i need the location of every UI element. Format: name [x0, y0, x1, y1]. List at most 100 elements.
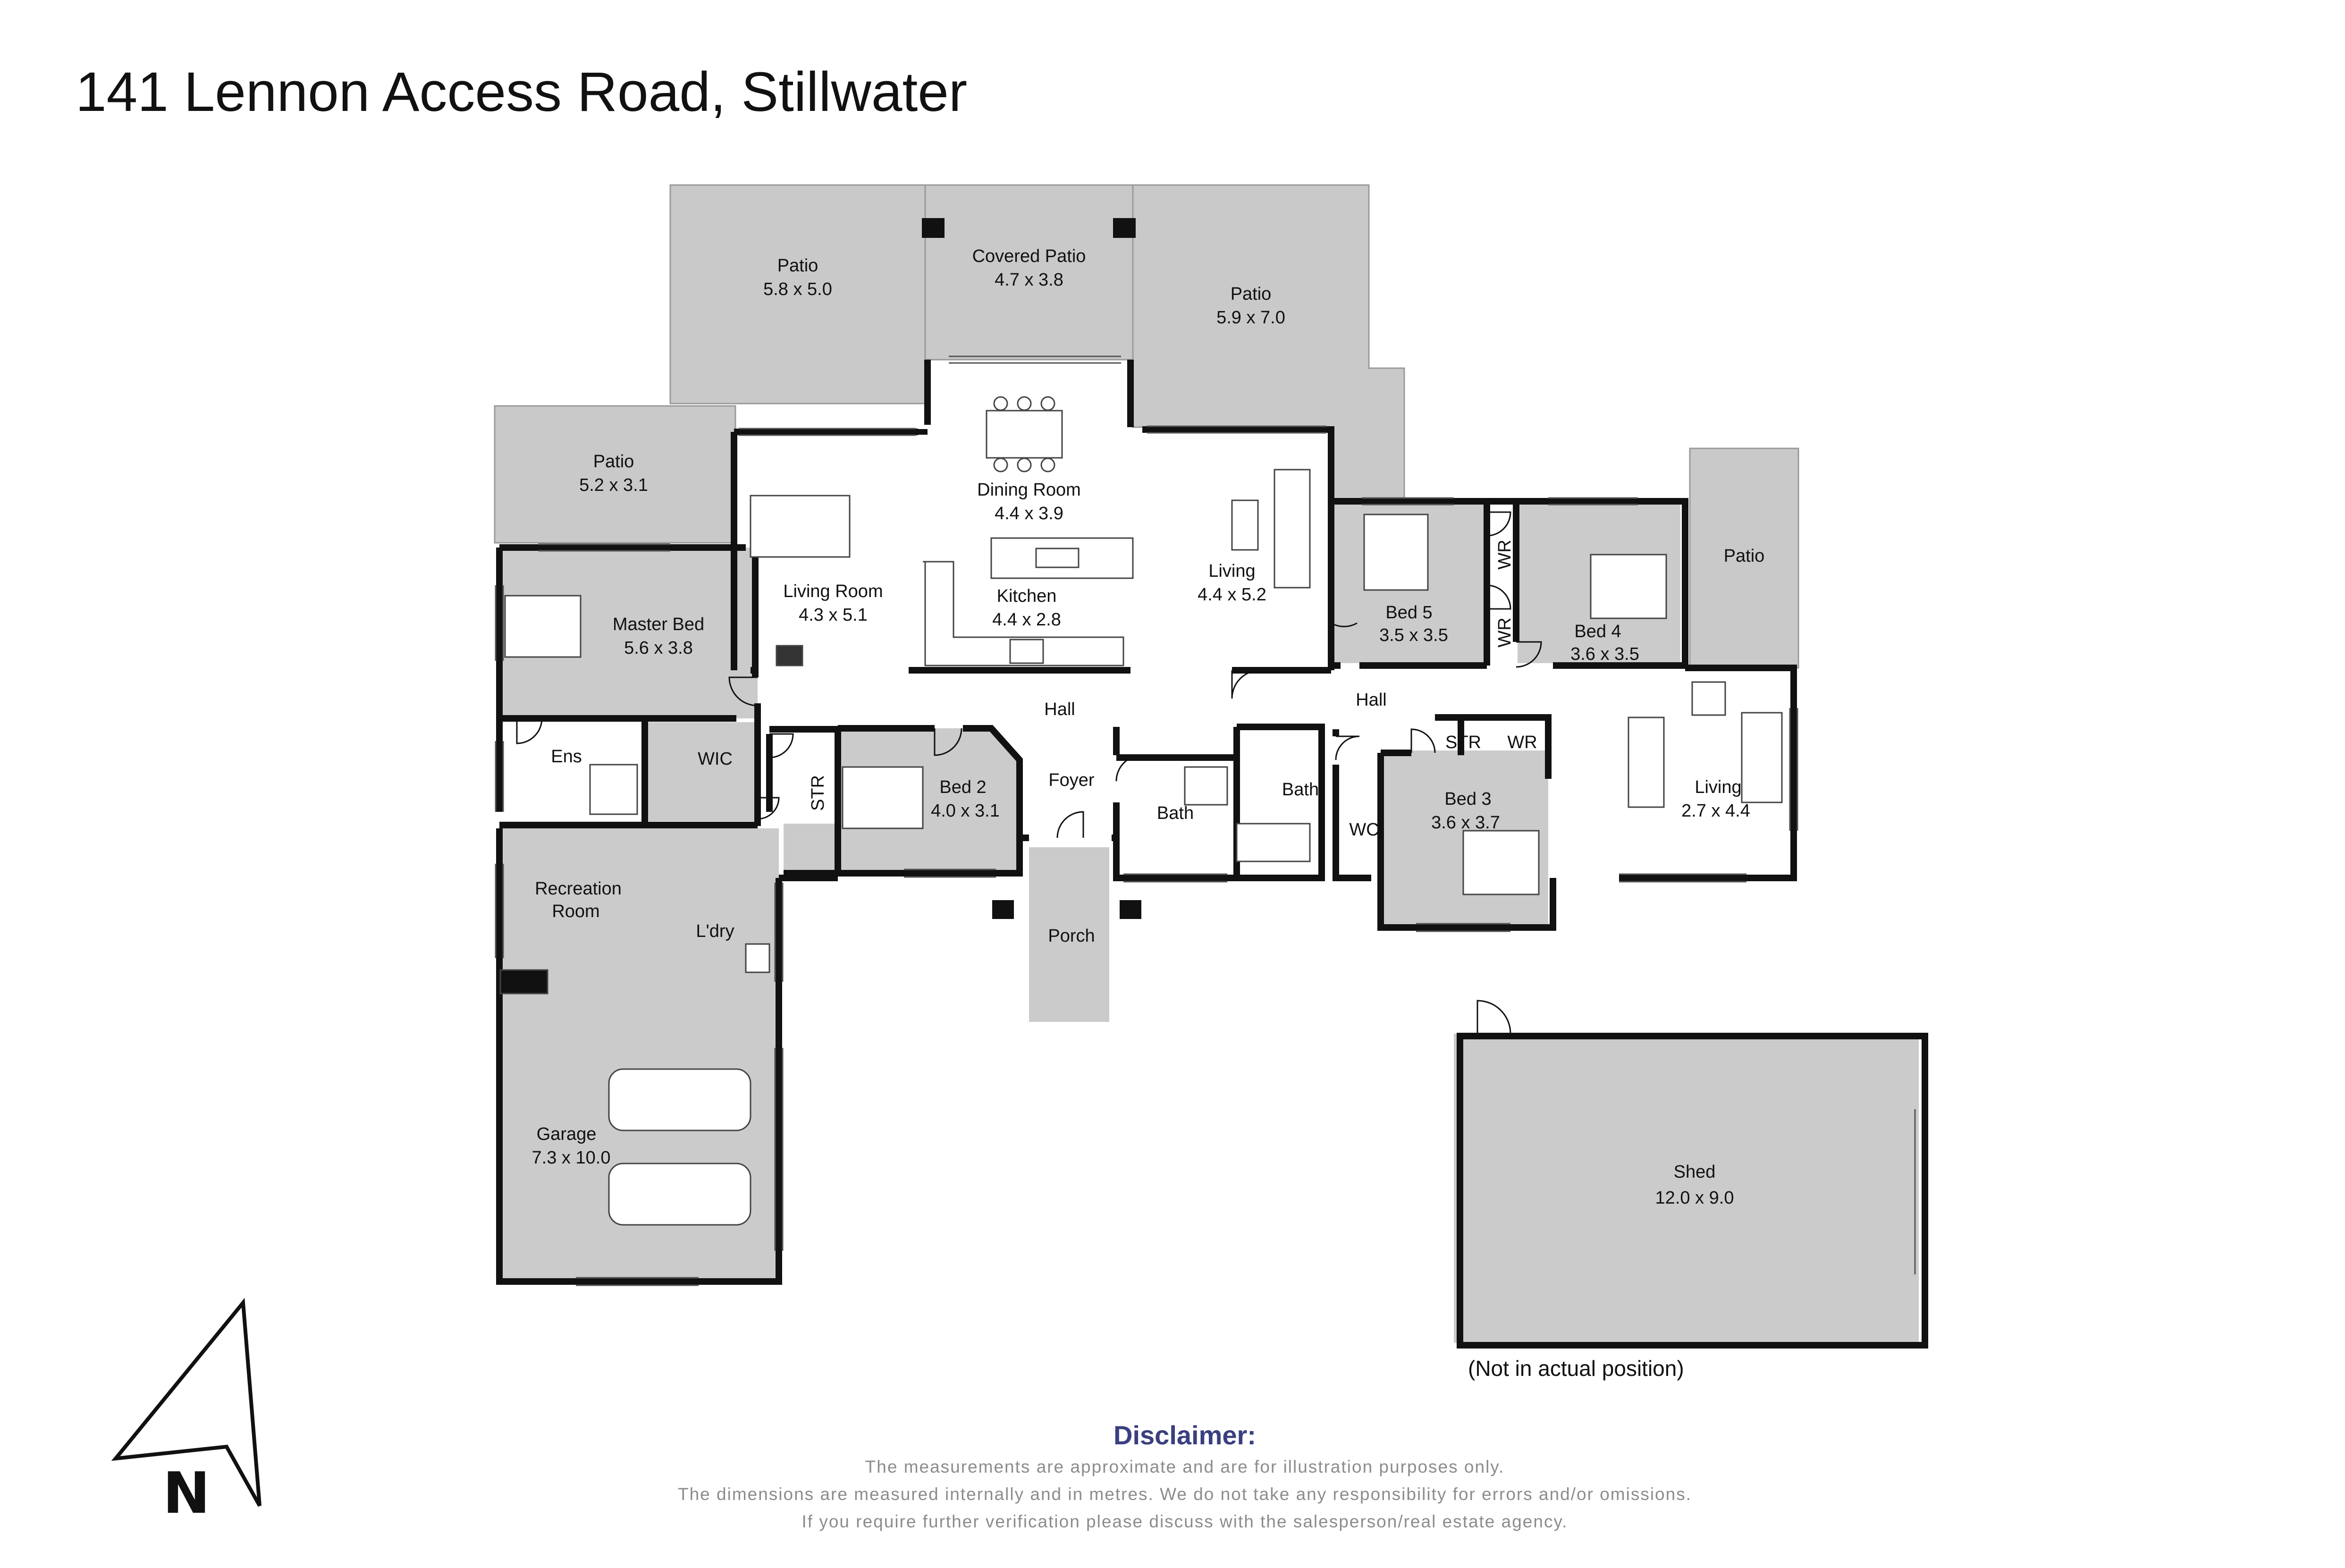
room-name: Patio [1231, 284, 1272, 304]
room-name: WR [1495, 540, 1515, 569]
door-swing [1486, 511, 1511, 537]
room-name: Bath [1282, 780, 1319, 800]
door-swing [1476, 1000, 1511, 1034]
room-name: Bed 4 [1574, 622, 1621, 641]
wic-fill [645, 722, 758, 821]
room-dims: 3.5 x 3.5 [1379, 625, 1448, 645]
room-name: Hall [1356, 690, 1386, 710]
patio-ne-area [1132, 184, 1405, 501]
dining-chair [1017, 457, 1032, 472]
disclaimer-line: If you require further verification plea… [801, 1512, 1568, 1531]
room-name: WR [1507, 733, 1537, 752]
room-dims: 5.8 x 5.0 [763, 279, 832, 299]
laundry-tub [745, 943, 770, 973]
shed-position-note: (Not in actual position) [1468, 1356, 1684, 1381]
door-swing [757, 797, 780, 820]
patio-nw-area [669, 184, 926, 405]
room-name: Living [1695, 777, 1741, 797]
furniture [499, 396, 1783, 1226]
door-swings [516, 511, 1542, 1034]
room-dims: 4.7 x 3.8 [995, 270, 1063, 290]
room-dims: 3.6 x 3.5 [1570, 644, 1639, 664]
sofa-living [1274, 469, 1311, 589]
room-name: STR [1445, 733, 1481, 752]
patio-w-area [494, 405, 736, 544]
outline-walls [734, 429, 1334, 670]
patios [494, 184, 1799, 669]
kitchen-sink [1035, 548, 1080, 568]
windows [495, 355, 1923, 1286]
door-swing [1056, 811, 1084, 838]
bed-3 [1462, 830, 1540, 895]
covered-patio-area [924, 184, 1134, 361]
door-swing [728, 676, 758, 707]
room-name: Patio [1724, 546, 1765, 566]
disclaimer-title: Disclaimer: [1113, 1420, 1256, 1450]
north-arrow-icon: N [111, 1298, 261, 1526]
room-name: Bed 3 [1444, 789, 1491, 809]
bed-2 [842, 766, 924, 829]
room-dims: 3.6 x 3.7 [1431, 813, 1500, 833]
room-dims: 5.2 x 3.1 [579, 475, 648, 495]
fireplace [776, 645, 803, 666]
cooktop [1009, 639, 1044, 664]
wall-garage [496, 828, 782, 1285]
patio-post [1113, 218, 1136, 238]
door-swing [1335, 735, 1360, 760]
shed-fill [1454, 1034, 1919, 1343]
room-name: Foyer [1048, 770, 1094, 790]
page-title: 141 Lennon Access Road, Stillwater [76, 61, 967, 123]
room-name: L'dry [696, 921, 734, 941]
door-swing [516, 718, 543, 744]
disclaimer-line: The measurements are approximate and are… [865, 1457, 1505, 1476]
bed-5 [1363, 514, 1429, 591]
sofa-living-room [750, 495, 851, 558]
room-name: Bath [1157, 803, 1194, 823]
bed2-fill [838, 728, 1020, 873]
porch-post [992, 900, 1014, 919]
dining-chair [1017, 396, 1032, 411]
door-swing [1486, 584, 1511, 610]
door-swing [1115, 754, 1143, 782]
room-dims: 5.6 x 3.8 [624, 638, 693, 658]
wall-east-living [1619, 665, 1797, 881]
sofa-east [1741, 712, 1783, 803]
patio-posts [922, 218, 1141, 919]
room-name: Porch [1048, 926, 1095, 946]
door-swing [1516, 641, 1542, 668]
wall-bed2-ne [838, 725, 1023, 877]
door-swing [1410, 728, 1436, 753]
room-dims: 5.9 x 7.0 [1216, 308, 1285, 328]
wall-bath-w2 [1113, 802, 1237, 881]
wall-bed5-n [1331, 498, 1688, 668]
walls [496, 360, 1797, 1285]
wall-bath-e [1237, 724, 1325, 881]
wall-wc [1333, 765, 1371, 881]
armchair-east [1691, 681, 1726, 716]
room-dims: 4.4 x 5.2 [1198, 585, 1266, 605]
room-name: WC [1349, 820, 1379, 840]
bathtub [1236, 823, 1311, 862]
room-name: Dining Room [977, 480, 1081, 500]
room-name: WIC [698, 749, 733, 769]
disclaimer-line: The dimensions are measured internally a… [678, 1484, 1692, 1504]
room-dims: 4.4 x 2.8 [992, 610, 1061, 630]
wall-str-n [769, 726, 841, 877]
door-swing [934, 728, 962, 756]
hearth [499, 969, 548, 995]
porch-fill [1029, 847, 1109, 1022]
north-letter: N [163, 1461, 210, 1526]
shed-outline [1457, 1033, 1928, 1349]
car-2 [608, 1163, 751, 1226]
coffee-table [1231, 499, 1259, 551]
room-name: WR [1495, 617, 1515, 647]
patio-e-area [1689, 447, 1799, 669]
room-name: STR [808, 775, 828, 811]
room-labels: Patio 5.8 x 5.0 Covered Patio 4.7 x 3.8 … [532, 246, 1765, 1208]
room-name: Living Room [783, 582, 883, 601]
wall-living-n [1142, 426, 1334, 670]
door-swing [1231, 669, 1261, 699]
bed-master [504, 595, 582, 658]
room-name: Bed 5 [1385, 603, 1432, 623]
disclaimer: Disclaimer: The measurements are approxi… [678, 1420, 1692, 1531]
